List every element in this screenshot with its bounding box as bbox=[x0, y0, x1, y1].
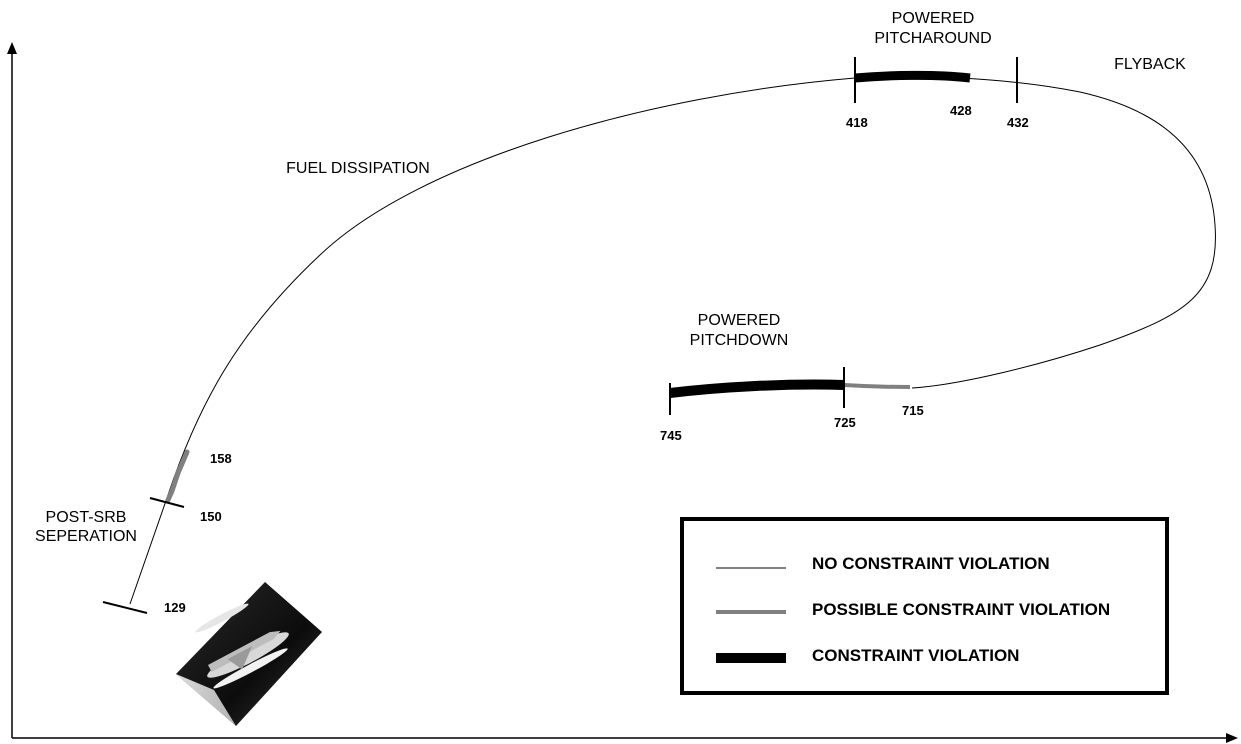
label-post-srb-line1: POST-SRB bbox=[46, 509, 127, 526]
phase-labels: POST-SRB SEPERATION FUEL DISSIPATION POW… bbox=[35, 10, 1186, 545]
marker-label-725: 725 bbox=[834, 415, 856, 430]
possible-violation-segment-715-725 bbox=[844, 385, 910, 387]
violation-segment-pitchdown bbox=[670, 384, 844, 393]
marker-label-150: 150 bbox=[200, 509, 222, 524]
legend: NO CONSTRAINT VIOLATION POSSIBLE CONSTRA… bbox=[682, 519, 1167, 693]
legend-label-violation: CONSTRAINT VIOLATION bbox=[812, 646, 1019, 665]
x-axis-arrowhead bbox=[1226, 733, 1238, 743]
y-axis-arrowhead bbox=[7, 42, 17, 54]
marker-label-428: 428 bbox=[950, 103, 972, 118]
label-pitchdown-line2: PITCHDOWN bbox=[690, 332, 789, 349]
marker-label-745: 745 bbox=[660, 428, 682, 443]
marker-label-158: 158 bbox=[210, 451, 232, 466]
space-shuttle-icon bbox=[176, 582, 322, 726]
marker-label-129: 129 bbox=[164, 600, 186, 615]
possible-violation-segment-158 bbox=[168, 452, 187, 500]
legend-label-possible-violation: POSSIBLE CONSTRAINT VIOLATION bbox=[812, 600, 1110, 619]
label-pitcharound-line1: POWERED bbox=[892, 10, 975, 27]
tick-129 bbox=[103, 602, 147, 613]
legend-label-no-violation: NO CONSTRAINT VIOLATION bbox=[812, 554, 1050, 573]
marker-label-715: 715 bbox=[902, 403, 924, 418]
label-pitcharound-line2: PITCHAROUND bbox=[874, 30, 991, 47]
marker-label-418: 418 bbox=[846, 115, 868, 130]
marker-label-432: 432 bbox=[1007, 115, 1029, 130]
violation-segment-pitcharound bbox=[855, 75, 970, 78]
label-fuel-dissipation: FUEL DISSIPATION bbox=[286, 160, 430, 177]
label-post-srb-line2: SEPERATION bbox=[35, 528, 137, 545]
label-pitchdown-line1: POWERED bbox=[698, 312, 781, 329]
label-flyback: FLYBACK bbox=[1114, 56, 1186, 73]
